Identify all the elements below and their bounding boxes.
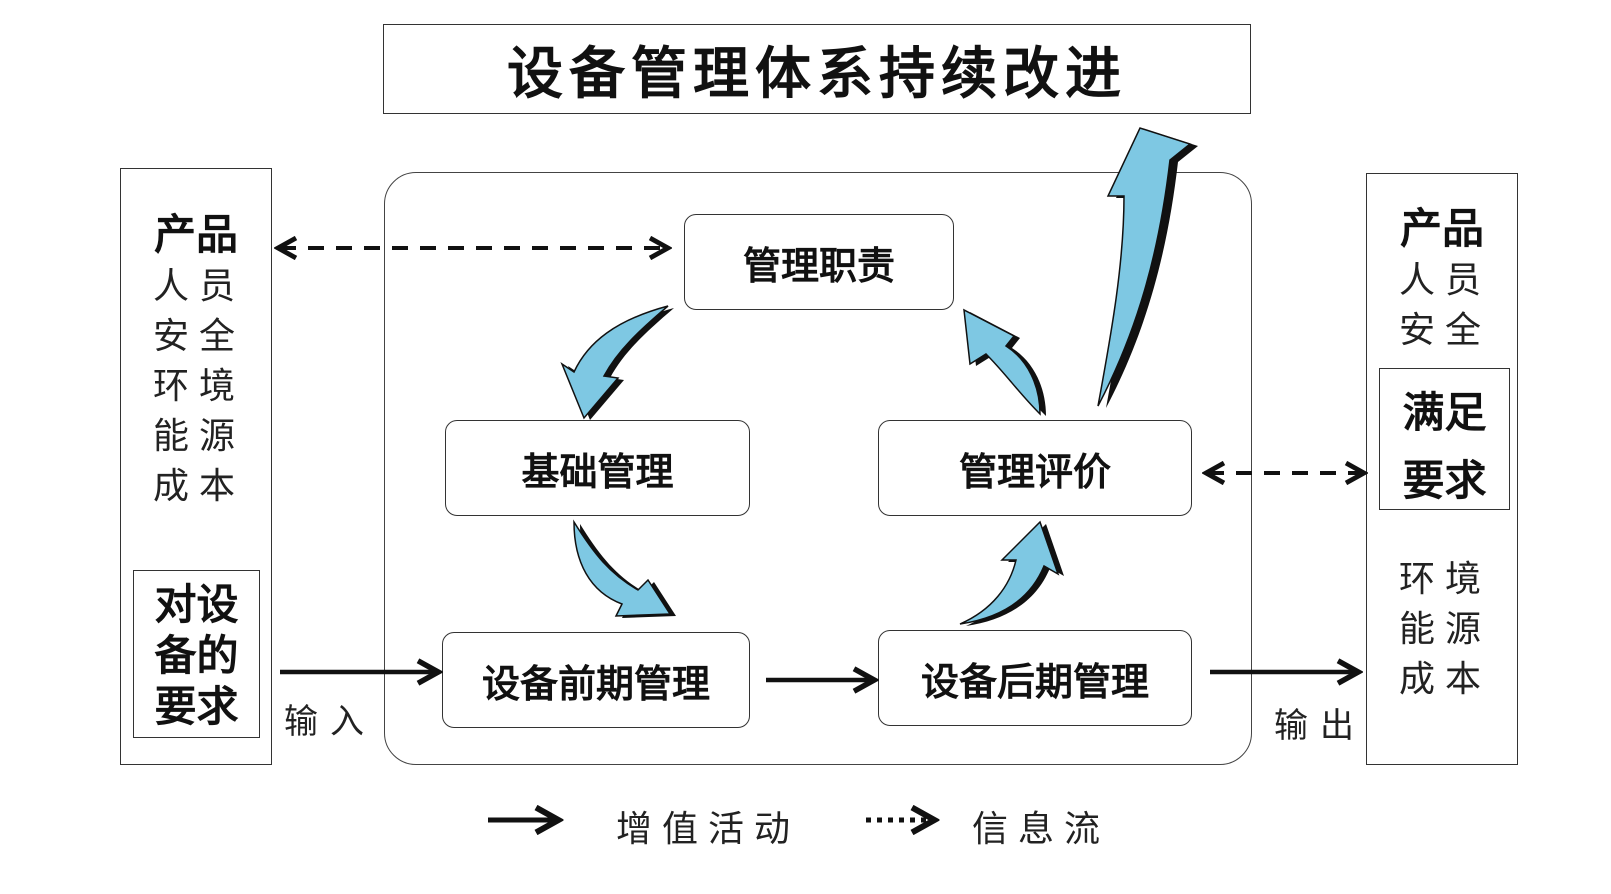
curved-arrow-late-to-evaluation	[959, 520, 1064, 626]
satisfy-line: 要求	[1402, 456, 1487, 505]
left-item: 安全	[152, 316, 245, 357]
right-item: 安全	[1398, 310, 1491, 351]
requirement-line: 备的	[154, 631, 239, 680]
curved-arrow-basic-to-early	[573, 519, 676, 618]
requirement-line: 对设	[154, 580, 239, 629]
left-item: 人员	[152, 266, 245, 307]
left-item: 成本	[152, 466, 245, 507]
node-late-stage-management: 设备后期管理	[878, 630, 1192, 726]
right-panel-items-top: 人员 安全	[1390, 256, 1500, 356]
diagram-title: 设备管理体系持续改进	[383, 24, 1251, 114]
left-panel-items: 人员 安全 环境 能源 成本	[144, 262, 254, 512]
node-management-responsibility: 管理职责	[684, 214, 954, 310]
curved-arrow-continuous-improvement	[1097, 127, 1198, 408]
satisfy-line: 满足	[1402, 388, 1487, 437]
left-item: 能源	[152, 416, 245, 457]
equipment-requirement-box: 对设 备的 要求	[133, 570, 260, 738]
output-label: 输出	[1274, 706, 1366, 746]
right-item: 能源	[1398, 609, 1491, 650]
legend-info-flow-label: 信息流	[972, 809, 1111, 850]
requirement-line: 要求	[154, 682, 239, 731]
right-item: 环境	[1398, 559, 1491, 600]
curved-arrow-evaluation-to-responsibility	[963, 308, 1046, 416]
curved-arrow-responsibility-to-basic	[560, 305, 674, 420]
satisfy-requirement-box: 满足 要求	[1379, 368, 1510, 510]
right-panel-items-bottom: 环境 能源 成本	[1390, 555, 1500, 705]
input-label: 输入	[284, 702, 376, 742]
equipment-requirement-text: 对设 备的 要求	[134, 579, 259, 732]
node-early-stage-management: 设备前期管理	[442, 632, 750, 728]
legend-value-activity-label: 增值活动	[616, 809, 801, 850]
right-item: 成本	[1398, 659, 1491, 700]
node-management-evaluation: 管理评价	[878, 420, 1192, 516]
right-item: 人员	[1398, 260, 1491, 301]
left-item: 环境	[152, 366, 245, 407]
left-panel-heading: 产品	[153, 210, 238, 259]
node-basic-management: 基础管理	[445, 420, 750, 516]
right-panel-heading: 产品	[1399, 204, 1484, 253]
